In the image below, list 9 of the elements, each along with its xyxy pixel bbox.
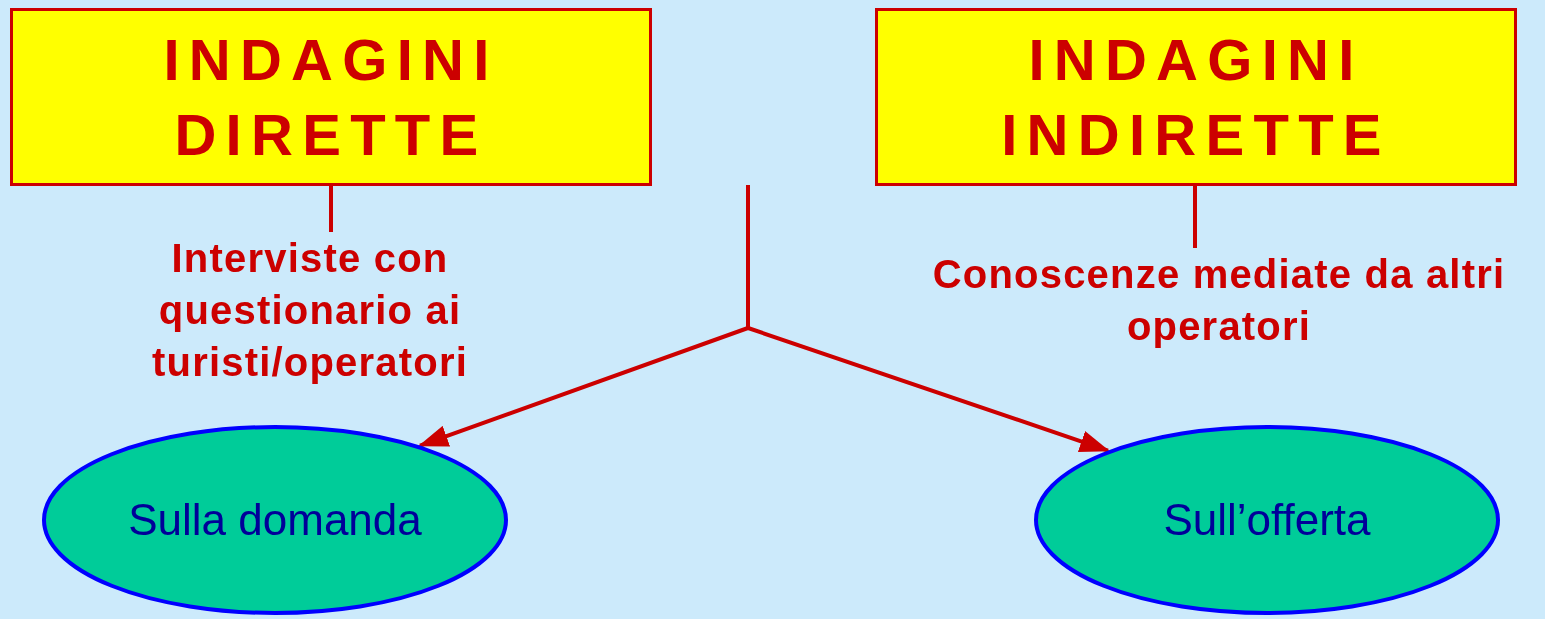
description-text: Interviste con questionario ai turisti/operatori (60, 232, 560, 402)
description-text: Conoscenze mediate da altri operatori (895, 248, 1543, 358)
title-box: INDAGINI INDIRETTE (875, 8, 1517, 186)
connector-line (329, 186, 333, 232)
title-box: INDAGINI DIRETTE (10, 8, 652, 186)
connector-line (1193, 186, 1197, 248)
oval-node: Sulla domanda (42, 425, 508, 615)
oval-node: Sull’offerta (1034, 425, 1500, 615)
arrow (746, 185, 1110, 453)
